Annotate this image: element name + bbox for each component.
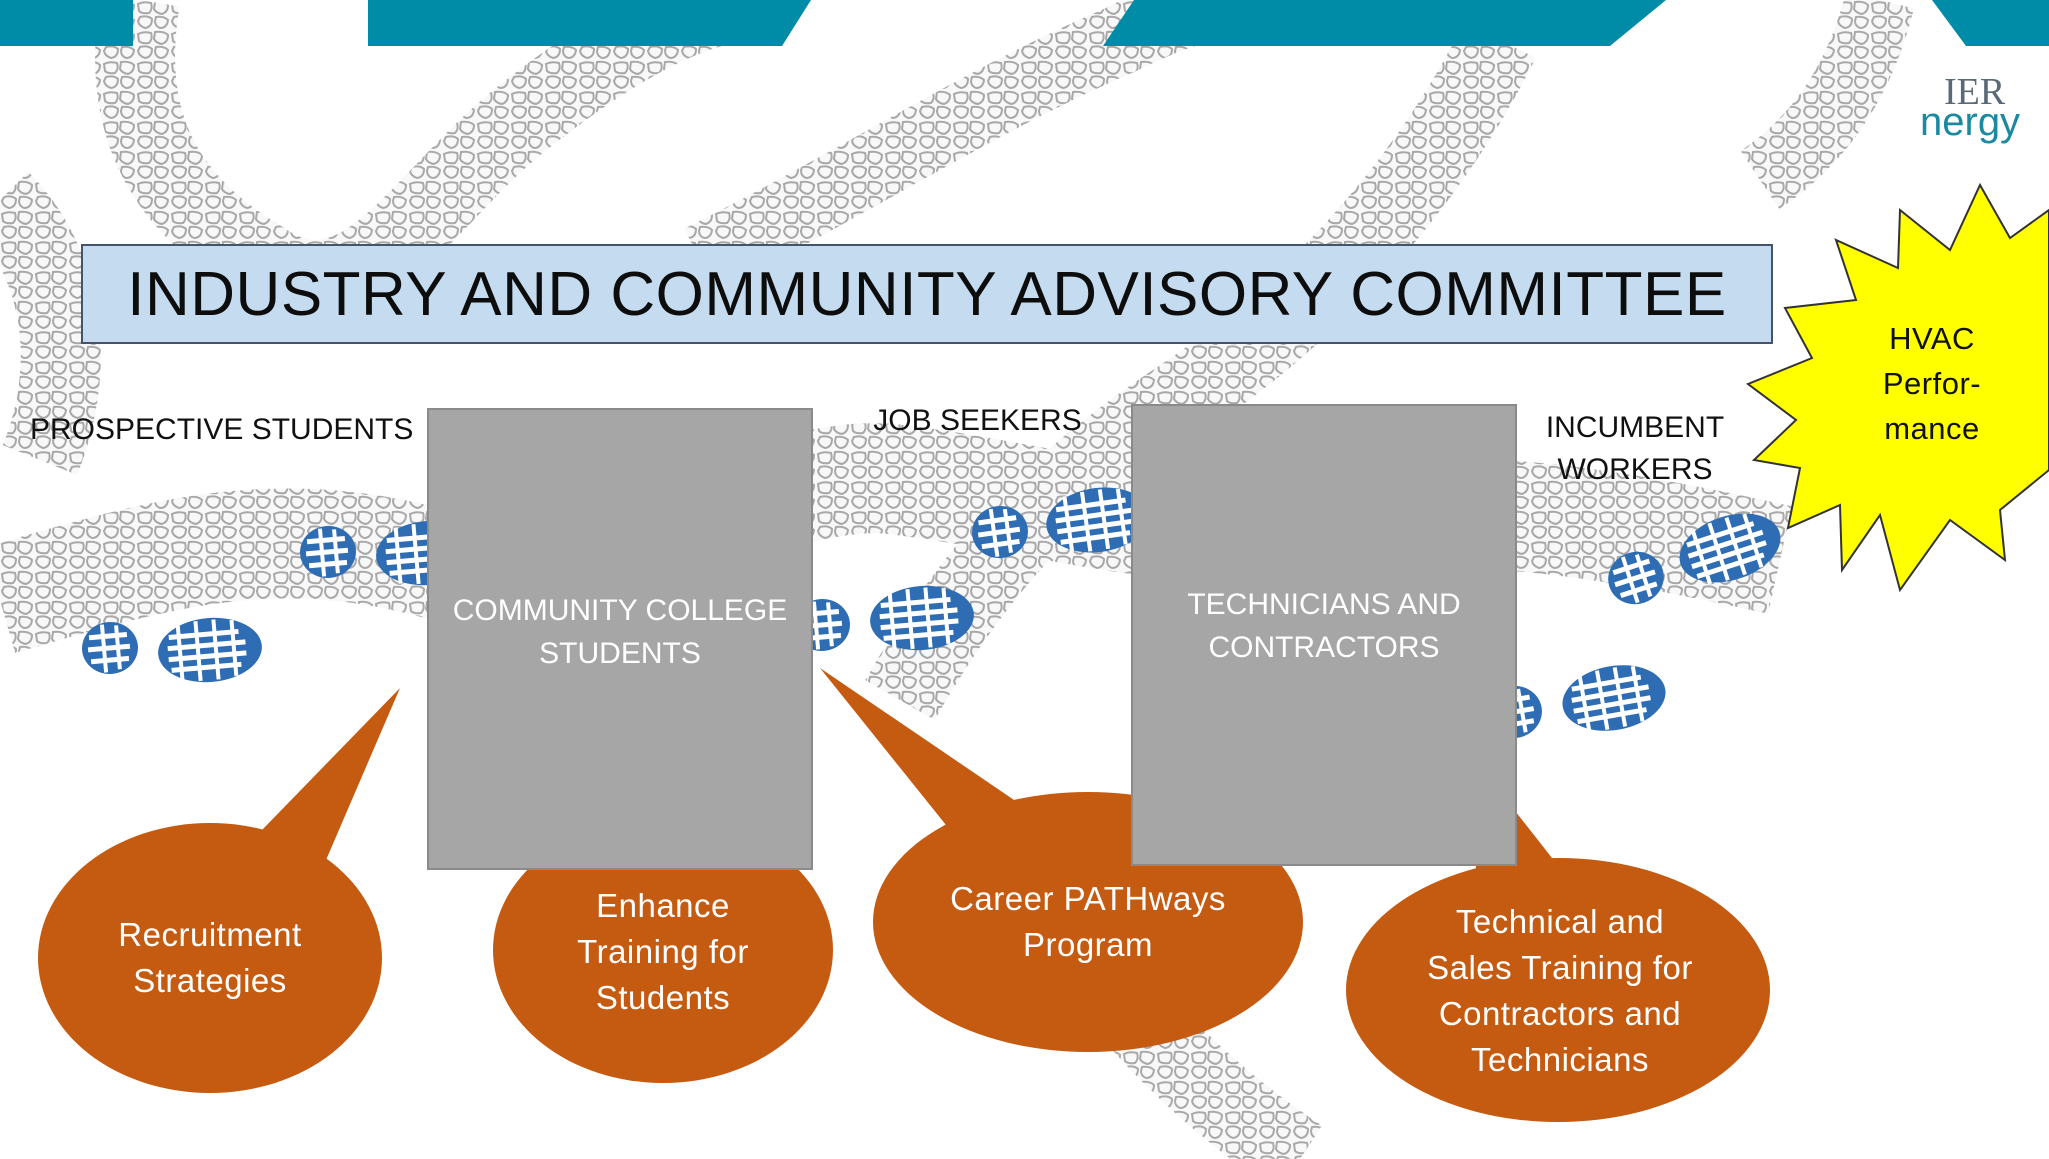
speech-bubbles bbox=[38, 668, 1770, 1122]
career-pathways-text: Career PATHways Program bbox=[950, 880, 1226, 963]
hvac-performance-text: HVAC Perfor- mance bbox=[1882, 320, 1982, 446]
technicians-box: TECHNICIANS AND CONTRACTORS bbox=[1131, 404, 1517, 866]
company-logo: IER nergy bbox=[1920, 70, 2049, 150]
logo-line1: IER bbox=[1944, 71, 2006, 113]
committee-title-bar: INDUSTRY AND COMMUNITY ADVISORY COMMITTE… bbox=[81, 244, 1773, 344]
committee-title: INDUSTRY AND COMMUNITY ADVISORY COMMITTE… bbox=[127, 259, 1727, 329]
technical-sales-training-text: Technical and Sales Training for Contrac… bbox=[1427, 903, 1693, 1078]
incumbent-workers-label: INCUMBENT WORKERS bbox=[1545, 411, 1725, 486]
community-college-box: COMMUNITY COLLEGE STUDENTS bbox=[427, 408, 813, 870]
enhance-training-text: Enhance Training for Students bbox=[577, 887, 749, 1016]
prospective-students-label: PROSPECTIVE STUDENTS bbox=[30, 413, 414, 446]
recruitment-strategies-text: Recruitment Strategies bbox=[118, 916, 302, 999]
top-banner bbox=[0, 0, 2049, 46]
technicians-label: TECHNICIANS AND CONTRACTORS bbox=[1187, 588, 1461, 664]
hvac-starburst bbox=[1745, 182, 2049, 593]
job-seekers-label: JOB SEEKERS bbox=[873, 404, 1082, 437]
logo-line2: nergy bbox=[1920, 100, 2021, 144]
community-college-label: COMMUNITY COLLEGE STUDENTS bbox=[452, 594, 788, 670]
